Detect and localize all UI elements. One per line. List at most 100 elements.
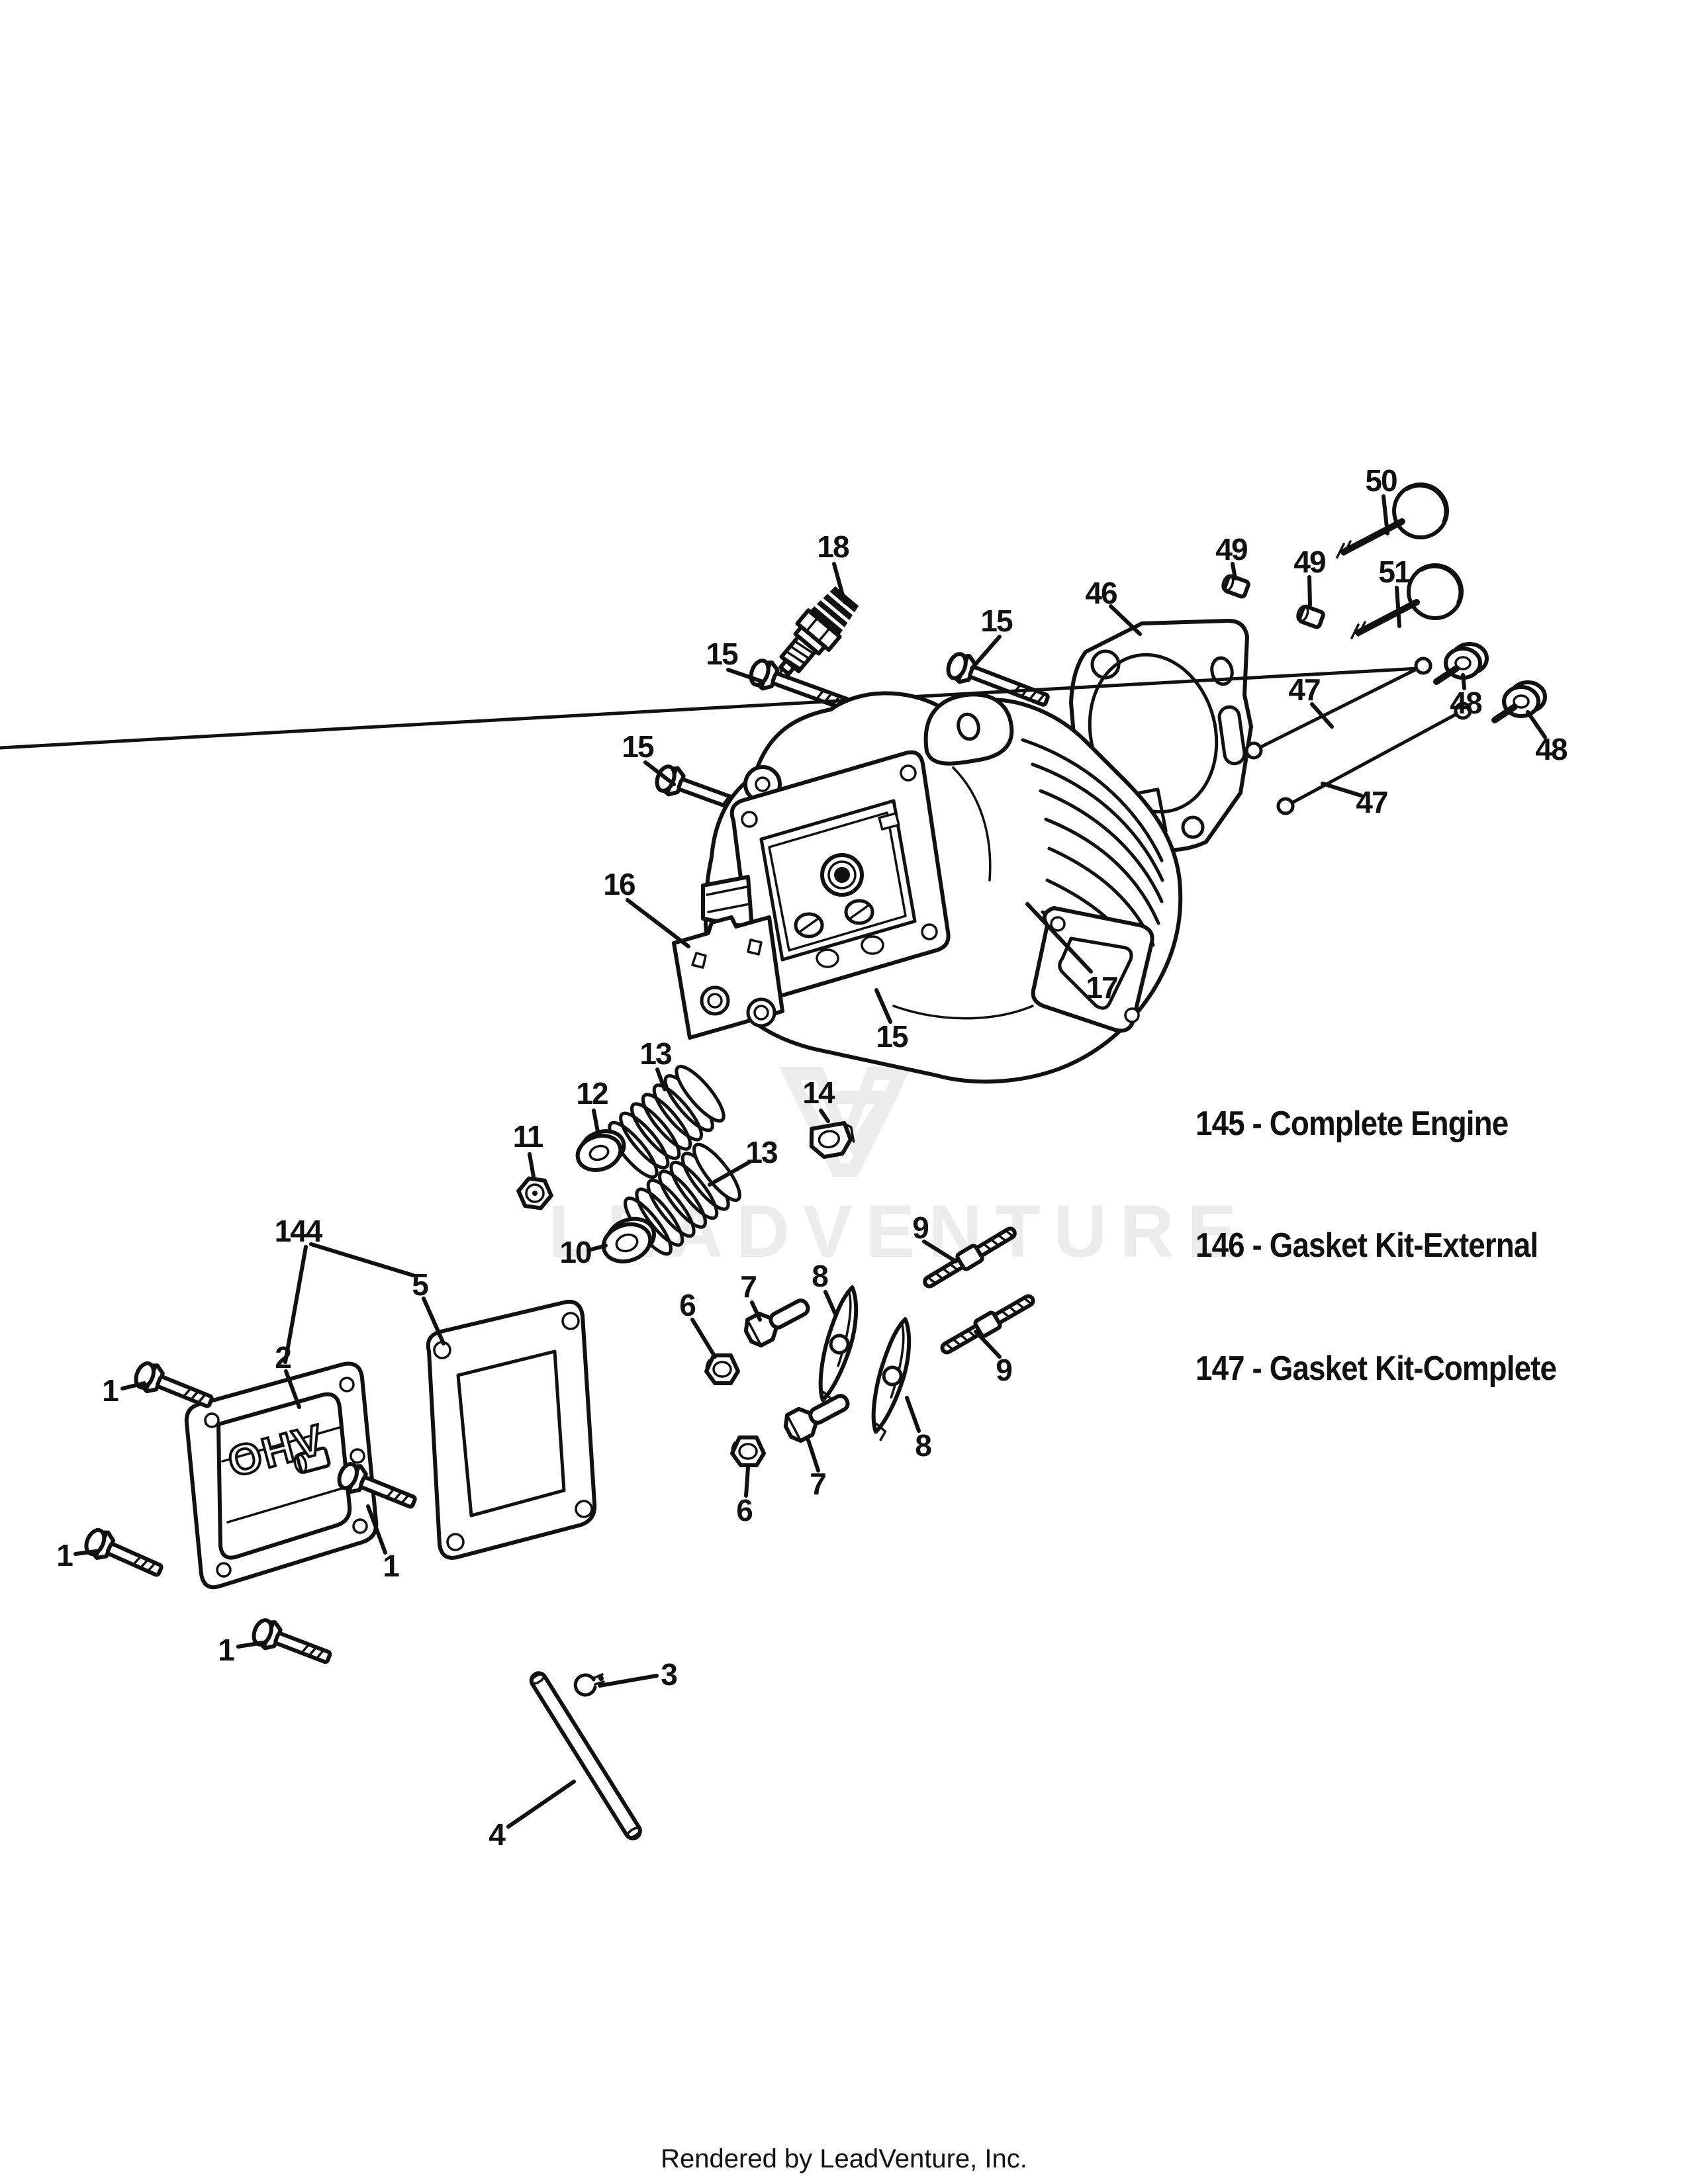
spring-seat-10 [601, 1216, 656, 1263]
callout-144: 144 [275, 1214, 323, 1248]
leader-line-2 [284, 1369, 301, 1409]
leader-line-15 [726, 668, 765, 684]
cylinder-head-drawing [701, 691, 1183, 1084]
valve-guide-49-b [1295, 605, 1324, 628]
spring-retainer-48-b [1495, 682, 1545, 720]
leader-line-47 [1310, 702, 1334, 729]
leader-line-10 [589, 1244, 608, 1251]
guide-plate-drawing [672, 915, 784, 1040]
callout-10: 10 [559, 1235, 591, 1269]
leader-line-6 [744, 1466, 750, 1498]
callout-14: 14 [802, 1075, 835, 1110]
valve-cap-14 [809, 1120, 855, 1160]
rocker-stud-9-a [921, 1224, 1018, 1292]
leader-line-4 [506, 1780, 576, 1829]
callout-50: 50 [1365, 463, 1397, 498]
leader-line-15 [970, 635, 1002, 670]
leader-line-12 [592, 1109, 600, 1134]
leader-line-17 [1025, 902, 1093, 974]
leader-line-16 [626, 898, 690, 948]
kit-option-146: 146 - Gasket Kit-External [1196, 1226, 1538, 1265]
callout-1: 1 [218, 1633, 234, 1667]
callout-5: 5 [412, 1267, 428, 1302]
callout-48: 48 [1450, 686, 1482, 720]
callout-13: 13 [639, 1036, 671, 1071]
leader-line-9 [974, 1330, 1002, 1359]
callout-7: 7 [740, 1269, 756, 1304]
leader-line-7 [806, 1438, 820, 1473]
cover-gasket-drawing [426, 1300, 597, 1560]
leader-line-11 [528, 1152, 536, 1179]
callout-47: 47 [1356, 785, 1387, 819]
cover-bolt-1-b [82, 1526, 165, 1584]
leader-line-48 [1461, 673, 1466, 690]
leader-line-13 [708, 1160, 751, 1187]
callout-51: 51 [1378, 555, 1411, 589]
leader-line-144 [283, 1245, 308, 1364]
callout-8: 8 [915, 1428, 931, 1463]
leader-line-15 [874, 988, 892, 1024]
leader-line-9 [922, 1240, 958, 1263]
callout-48: 48 [1535, 732, 1568, 766]
kit-option-147: 147 - Gasket Kit-Complete [1196, 1349, 1557, 1388]
callout-1: 1 [56, 1538, 73, 1572]
callout-49: 49 [1293, 545, 1325, 579]
leader-line-47 [1321, 782, 1363, 797]
callout-15: 15 [622, 729, 654, 764]
push-rod-47-a [0, 657, 1432, 760]
kit-option-145: 145 - Complete Engine [1196, 1105, 1509, 1143]
cover-bolt-1-a [132, 1359, 216, 1415]
push-rod-47-b [1276, 702, 1472, 815]
leader-line-14 [819, 1109, 830, 1123]
pivot-bolt-7-b [781, 1387, 853, 1444]
leader-line-49 [1307, 575, 1312, 607]
pivot-nut-6-b [732, 1437, 764, 1465]
cover-stud-boss [293, 1446, 331, 1474]
callout-1: 1 [102, 1373, 118, 1408]
nut-11 [516, 1176, 553, 1210]
callout-6: 6 [679, 1288, 695, 1322]
tube-clamp-drawing [573, 1673, 605, 1697]
callout-49: 49 [1215, 532, 1247, 567]
callout-13: 13 [745, 1135, 777, 1169]
breather-tube-drawing [529, 1671, 642, 1841]
rocker-arm-8-b [865, 1316, 917, 1441]
callout-2: 2 [275, 1340, 291, 1375]
leader-line-6 [690, 1318, 717, 1359]
leader-line-8 [905, 1396, 921, 1433]
leader-line-144 [309, 1242, 415, 1277]
callout-15: 15 [706, 637, 738, 671]
leader-line-1 [73, 1549, 98, 1556]
callout-47: 47 [1288, 672, 1320, 707]
rocker-arm-8-a [812, 1285, 865, 1410]
callout-16: 16 [603, 867, 635, 901]
callout-15: 15 [980, 604, 1013, 638]
leader-line-1 [236, 1641, 265, 1649]
watermark-v-logo-icon [779, 1067, 912, 1177]
leader-line-51 [1395, 586, 1401, 628]
spring-retainer-12 [575, 1129, 626, 1172]
leader-line-3 [598, 1674, 659, 1688]
spark-plug-drawing [776, 586, 859, 688]
leader-line-7 [750, 1300, 762, 1322]
callout-17: 17 [1086, 970, 1117, 1005]
callout-18: 18 [817, 529, 849, 564]
leader-line-13 [655, 1068, 667, 1091]
callout-12: 12 [576, 1076, 608, 1111]
leader-line-46 [1109, 604, 1142, 636]
leader-line-49 [1231, 562, 1237, 580]
valve-cover-drawing: OHV [184, 1361, 379, 1590]
callout-1: 1 [383, 1549, 399, 1583]
callout-11: 11 [513, 1119, 543, 1154]
leader-line-50 [1382, 494, 1389, 535]
callout-15: 15 [876, 1019, 908, 1054]
callout-4: 4 [489, 1817, 506, 1852]
callout-46: 46 [1085, 576, 1117, 610]
callout-6: 6 [736, 1493, 752, 1527]
leader-line-15 [643, 760, 676, 786]
callout-9: 9 [912, 1210, 928, 1245]
leader-line-1 [366, 1504, 387, 1555]
